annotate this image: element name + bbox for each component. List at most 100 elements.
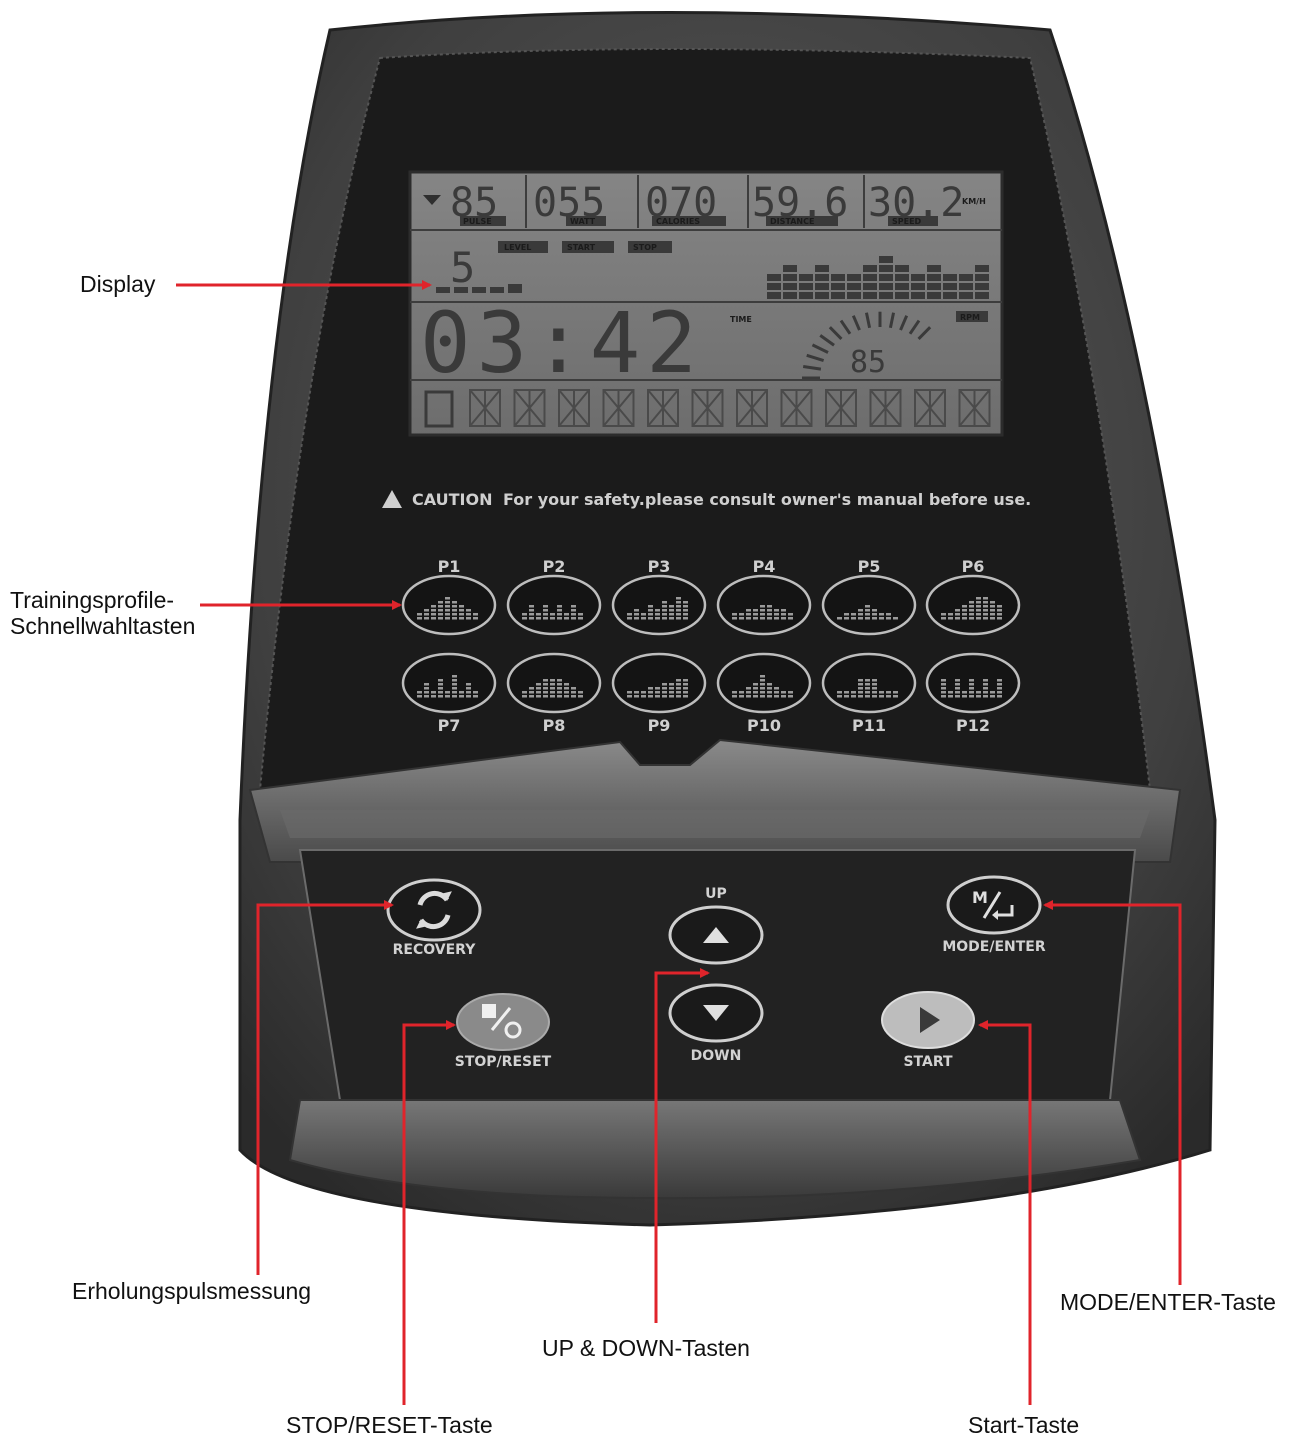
program-profile-segment [634,691,639,694]
program-profile-segment [634,617,639,620]
program-profile-segment [529,617,534,620]
stop-reset-button[interactable] [456,993,550,1051]
program-profile-segment [767,609,772,612]
program-profile-segment [893,691,898,694]
program-profile-segment [557,695,562,698]
program-profile-segment [655,613,660,616]
callout-stop-reset: STOP/RESET-Taste [286,1412,493,1438]
program-profile-segment [683,605,688,608]
rpm-tick [888,312,896,329]
program-profile-segment [865,613,870,616]
program-profile-segment [955,695,960,698]
program-profile-segment [683,613,688,616]
program-profile-segment [662,609,667,612]
program-profile-segment [962,605,967,608]
callout-arrows [176,280,1182,1405]
program-profile-segment [676,605,681,608]
program-profile-segment [543,613,548,616]
down-arrow-icon [703,1005,729,1021]
program-profile-segment [438,613,443,616]
program-profile-segment [976,609,981,612]
program-profile-segment [662,695,667,698]
down-label: DOWN [691,1048,742,1064]
program-profile-segment [683,609,688,612]
program-profile-segment [557,605,562,608]
lcd-profile-segment [799,274,813,281]
program-profile-segment [529,687,534,690]
program-key[interactable] [506,574,602,636]
program-profile-segment [760,687,765,690]
program-profile-segment [634,609,639,612]
program-profile-segment [962,613,967,616]
start-label: START [903,1054,953,1070]
lcd-profile-bars [767,256,989,299]
program-profile-segment [564,691,569,694]
program-profile-segment [962,609,967,612]
program-profile-segment [543,605,548,608]
program-profile-segment [739,695,744,698]
program-profile-segment [976,605,981,608]
rpm-tick [802,365,822,371]
program-label-top: P4 [753,557,776,576]
program-profile-segment [739,613,744,616]
program-profile-segment [851,617,856,620]
lcd-calories-label: CALORIES [656,217,700,226]
program-profile-segment [976,691,981,694]
program-profile-segment [872,617,877,620]
program-profile-segment [431,617,436,620]
recovery-button[interactable] [386,878,482,942]
program-profile-segment [571,695,576,698]
program-profile-segment [941,613,946,616]
program-profile-segment [529,695,534,698]
program-profile-segment [983,687,988,690]
program-profile-segment [550,691,555,694]
program-profile-segment [438,687,443,690]
program-profile-segment [627,691,632,694]
program-profile-segment [767,687,772,690]
program-profile-segment [543,691,548,694]
program-profile-segment [990,695,995,698]
program-label-bottom: P10 [747,716,781,735]
lcd-profile-segment [863,274,877,281]
lcd-battery-icon [424,390,454,428]
program-profile-segment [879,617,884,620]
program-profile-segment [424,695,429,698]
program-profile-segment [669,613,674,616]
program-profile-segment [879,691,884,694]
lcd-profile-segment [879,283,893,290]
lcd-profile-segment [863,265,877,272]
lcd-profile-segment [847,274,861,281]
program-key[interactable] [401,652,497,714]
program-profile-segment [879,695,884,698]
program-profile-segment [648,691,653,694]
program-label-bottom: P9 [648,716,671,735]
program-profile-segment [648,613,653,616]
program-label-bottom: P11 [852,716,886,735]
program-profile-segment [976,695,981,698]
lcd-profile-segment [863,292,877,299]
program-profile-segment [997,617,1002,620]
mode-enter-button[interactable] [946,875,1042,935]
program-profile-segment [865,679,870,682]
program-profile-segment [662,683,667,686]
program-profile-segment [452,617,457,620]
program-profile-segment [760,613,765,616]
lcd-profile-segment [847,292,861,299]
program-profile-segment [669,691,674,694]
program-profile-segment [746,613,751,616]
program-profile-segment [445,605,450,608]
arrow-stop-reset [402,1020,456,1405]
program-profile-segment [473,613,478,616]
program-profile-segment [578,691,583,694]
program-profile-segment [865,609,870,612]
program-profile-segment [543,609,548,612]
program-profile-segment [893,617,898,620]
program-profile-segment [648,687,653,690]
program-profile-segment [969,687,974,690]
program-profile-segment [417,695,422,698]
arrow-recovery [256,900,394,1275]
program-key[interactable] [611,574,707,636]
program-key[interactable] [611,652,707,714]
program-profile-segment [662,601,667,604]
program-profile-segment [941,695,946,698]
